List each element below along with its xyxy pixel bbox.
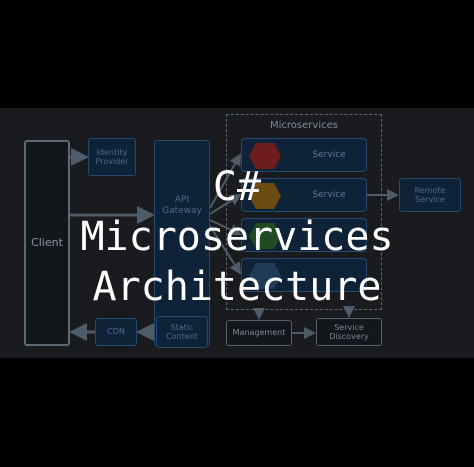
gateway-service1-arrow (209, 153, 241, 209)
diagram-connectors (69, 148, 399, 341)
hexagon-red-icon (249, 143, 281, 169)
identity-provider-box: Identity Provider (88, 138, 136, 176)
management-label: Management (232, 328, 286, 338)
cdn-box: CDN (95, 318, 137, 346)
service-row-3 (241, 218, 367, 252)
service-row-2: Service (241, 178, 367, 212)
gateway-service3-arrow (209, 219, 242, 236)
remote-service-box: Remote Service (399, 178, 461, 212)
gateway-service2-arrow (209, 193, 242, 215)
hexagon-blue-icon (249, 263, 281, 289)
api-gateway-box: API Gateway (154, 140, 210, 346)
client-label: Client (31, 235, 63, 249)
client-box: Client (24, 140, 70, 346)
service-row-4 (241, 258, 367, 292)
management-box: Management (226, 320, 292, 346)
api-gateway-faint-label: API Gateway (162, 195, 202, 216)
service-label-2: Service (312, 189, 346, 200)
title-line-3: Architecture (92, 264, 382, 310)
title-line-2: Microservices (80, 214, 394, 260)
hexagon-green-icon (249, 223, 281, 249)
microservices-frame (226, 114, 382, 310)
service-row-1: Service (241, 138, 367, 172)
cdn-label: CDN (107, 327, 125, 337)
service-discovery-label: Service Discovery (329, 322, 369, 341)
hexagon-orange-icon (249, 183, 281, 209)
gateway-service4-arrow (209, 225, 242, 275)
identity-provider-label: Identity Provider (95, 147, 129, 166)
microservices-label: Microservices (270, 120, 338, 131)
architecture-diagram: Client Identity Provider API Gateway Mic… (0, 108, 474, 358)
title-line-1: C# (212, 164, 262, 210)
static-content-box: Static Content (156, 316, 208, 348)
remote-service-label: Remote Service (414, 185, 446, 204)
service-label-1: Service (312, 149, 346, 160)
static-content-label: Static Content (166, 322, 198, 341)
service-discovery-box: Service Discovery (316, 318, 382, 346)
